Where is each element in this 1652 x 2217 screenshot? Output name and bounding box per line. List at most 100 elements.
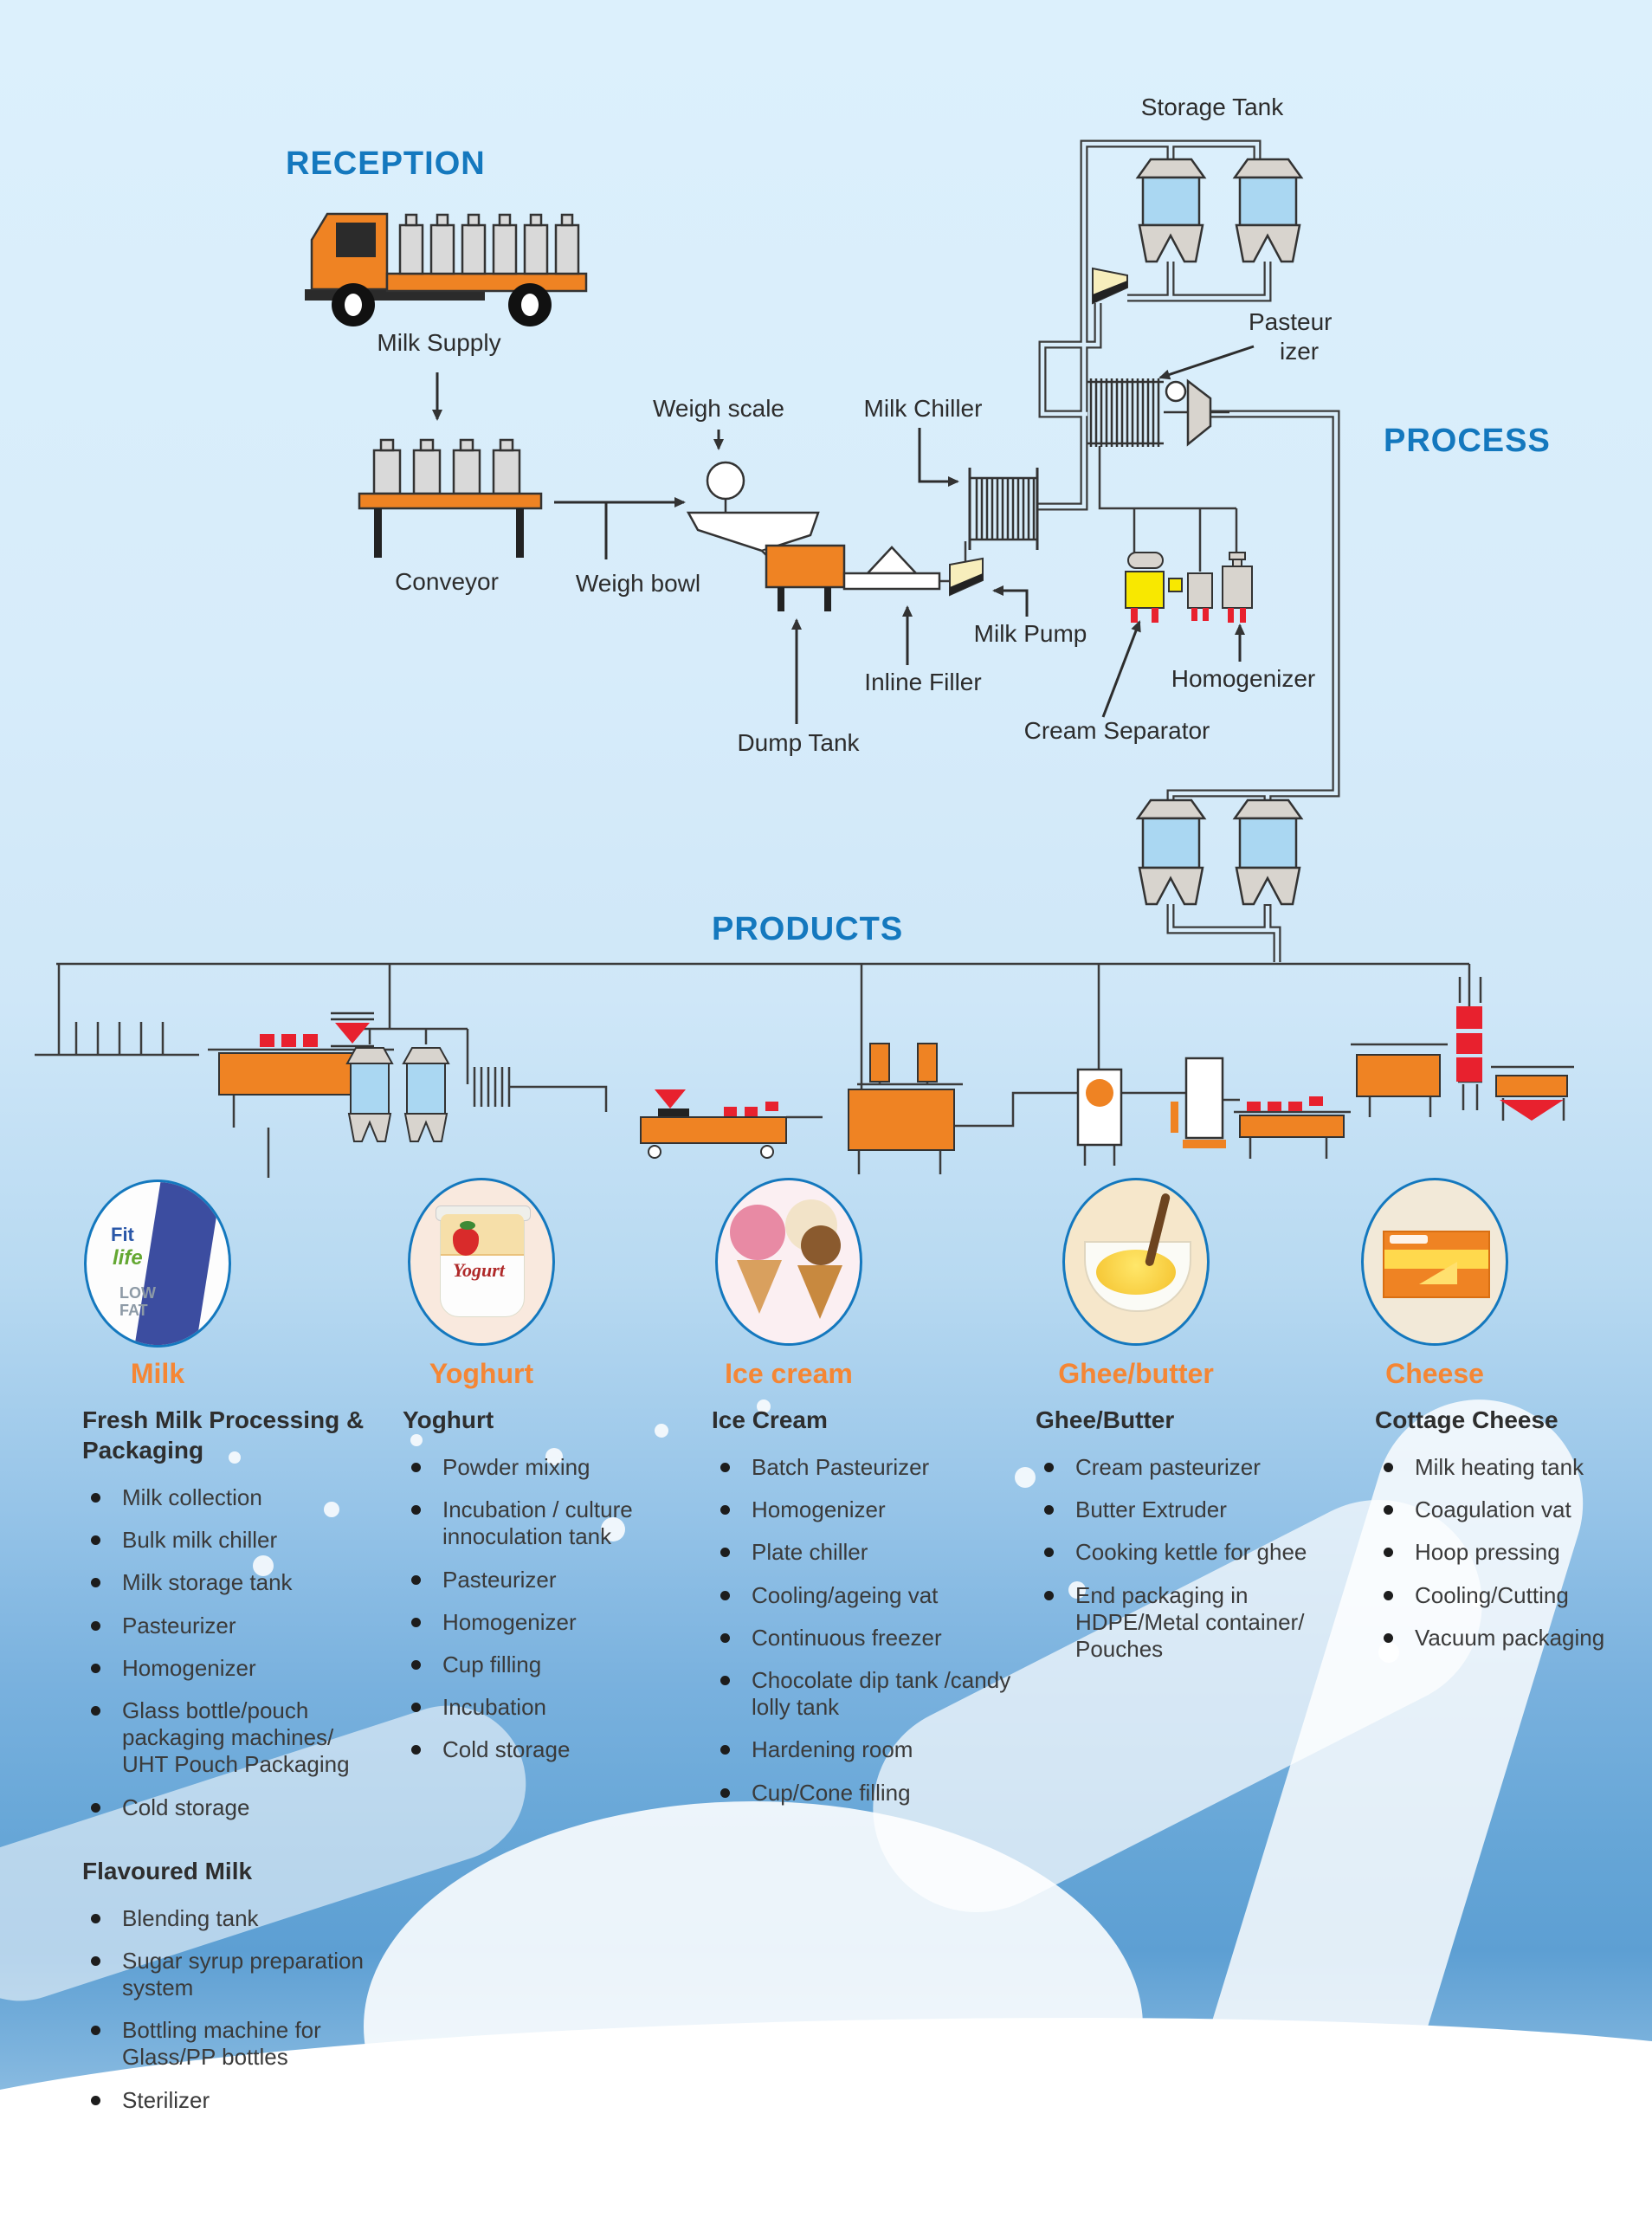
- milk-chiller-icon: [968, 468, 1039, 550]
- conveyor-icon: [358, 438, 543, 558]
- list-item: Cooling/ageing vat: [712, 1582, 1015, 1609]
- weigh-bowl-label: Weigh bowl: [575, 570, 701, 597]
- cream-outlet-funnel-icon: [1092, 267, 1128, 305]
- list-item: Sugar syrup preparation system: [82, 1948, 368, 2001]
- cheese-box: [1383, 1231, 1490, 1298]
- milk-pouch-stripe: [132, 1182, 223, 1345]
- products-title: PRODUCTS: [712, 911, 904, 947]
- pasteurizer-icon: [1087, 378, 1229, 447]
- icecream-scoop-choc: [801, 1225, 841, 1265]
- milk-pouch-text-life: life: [113, 1246, 143, 1270]
- yoghurt-cup-text: Yogurt: [453, 1259, 505, 1281]
- list-item: Pasteurizer: [403, 1567, 697, 1593]
- list-item: Hoop pressing: [1375, 1539, 1643, 1566]
- butter-churn-icon: [1076, 1068, 1123, 1147]
- milk-pouch-text-fit: Fit: [111, 1224, 134, 1245]
- yoghurt-cup: Yogurt: [436, 1205, 531, 1317]
- milk-pouch-text-low: LOW: [119, 1284, 156, 1302]
- column-icecream-header: Ice Cream: [712, 1406, 828, 1433]
- column-cheese-header: Cottage Cheese: [1375, 1406, 1558, 1433]
- storage-tanks-bottom-icon: [1135, 798, 1304, 906]
- milk-truck-icon: [305, 212, 588, 326]
- column-yoghurt-header: Yoghurt: [403, 1406, 494, 1433]
- process-flow-diagram: [35, 139, 1574, 1178]
- list-item: Butter Extruder: [1036, 1496, 1321, 1523]
- list-item: Cold storage: [82, 1794, 368, 1821]
- weigh-scale-icon: [686, 461, 820, 573]
- list-item: Milk heating tank: [1375, 1454, 1643, 1481]
- homogenizer-icon: [1222, 552, 1253, 623]
- milk-pool-base2: [0, 2104, 1652, 2217]
- list-item: Incubation: [403, 1694, 697, 1721]
- list-item: Bottling machine for Glass/PP bottles: [82, 2017, 368, 2071]
- product-title-yoghurt: Yoghurt: [429, 1358, 534, 1389]
- homogenizer-label: Homogenizer: [1171, 665, 1316, 692]
- conveyor-label: Conveyor: [395, 568, 499, 595]
- pasteurizer-label-line2: izer: [1280, 338, 1320, 365]
- leader-arrows: [432, 345, 1255, 724]
- pasteurizer-label-line1: Pasteur: [1249, 308, 1333, 335]
- list-item: Powder mixing: [403, 1454, 697, 1481]
- list-item: Homogenizer: [712, 1496, 1015, 1523]
- weigh-scale-label: Weigh scale: [652, 395, 785, 422]
- connector-lines: [35, 446, 1574, 1178]
- dump-tank-label: Dump Tank: [737, 729, 860, 756]
- cheese-wedge: [1419, 1262, 1457, 1284]
- cup-filler-conveyor-icon: [640, 1089, 787, 1159]
- icecream-cone: [737, 1260, 782, 1314]
- list-item: Pasteurizer: [82, 1613, 368, 1639]
- pump-icon: [1187, 572, 1213, 621]
- cheese-machinery-icon: [1356, 1006, 1568, 1121]
- list-item: Blending tank: [82, 1905, 368, 1932]
- list-item: Plate chiller: [712, 1539, 1015, 1566]
- list-item: Homogenizer: [403, 1609, 697, 1636]
- list-item: Cold storage: [403, 1736, 697, 1763]
- storage-tank-label: Storage Tank: [1140, 94, 1284, 120]
- list-item: Cooking kettle for ghee: [1036, 1539, 1321, 1566]
- list-item: Coagulation vat: [1375, 1496, 1643, 1523]
- product-photo-icecream: [715, 1178, 862, 1346]
- product-title-icecream: Ice cream: [725, 1358, 853, 1389]
- list-item: Cream pasteurizer: [1036, 1454, 1321, 1481]
- product-photo-yoghurt: Yogurt: [408, 1178, 555, 1346]
- list-item: Cup filling: [403, 1651, 697, 1678]
- list-item: Hardening room: [712, 1736, 1015, 1763]
- yoghurt-tanks-icon: [345, 1047, 450, 1142]
- milk-pump-label: Milk Pump: [973, 620, 1087, 647]
- list-item: Sterilizer: [82, 2087, 368, 2114]
- list-item: Chocolate dip tank /candy lolly tank: [712, 1667, 1015, 1721]
- product-photo-milk: Fit life LOW FAT: [84, 1180, 231, 1348]
- list-item: Cooling/Cutting: [1375, 1582, 1643, 1609]
- list-item: End packaging in HDPE/Metal container/ P…: [1036, 1582, 1321, 1664]
- cream-separator-label: Cream Separator: [1023, 717, 1210, 744]
- icecream-cone2: [797, 1265, 842, 1319]
- inline-filler-label: Inline Filler: [864, 669, 982, 695]
- list-item: Homogenizer: [82, 1655, 368, 1682]
- list-item: Batch Pasteurizer: [712, 1454, 1015, 1481]
- product-title-milk: Milk: [130, 1358, 185, 1389]
- icecream-vat-icon: [848, 1043, 955, 1151]
- product-title-cheese: Cheese: [1385, 1358, 1484, 1389]
- inline-filler-icon: [842, 546, 941, 591]
- product-photo-ghee: [1062, 1178, 1210, 1346]
- milk-pouch-text-fat: FAT: [119, 1302, 148, 1319]
- storage-tanks-top-icon: [1135, 158, 1304, 263]
- reception-title: RECEPTION: [286, 145, 486, 182]
- column-milk-header: Fresh Milk Processing & Packaging: [82, 1406, 365, 1464]
- list-item: Incubation / culture innoculation tank: [403, 1496, 697, 1550]
- milk-supply-label: Milk Supply: [377, 329, 501, 356]
- milk-pump-icon: [949, 557, 984, 597]
- packing-table-icon: [1239, 1096, 1345, 1138]
- ghee-packing-cabinet-icon: [1171, 1057, 1226, 1148]
- column-milk: Fresh Milk Processing & Packaging Milk c…: [82, 1405, 368, 2130]
- column-ghee-header: Ghee/Butter: [1036, 1406, 1175, 1433]
